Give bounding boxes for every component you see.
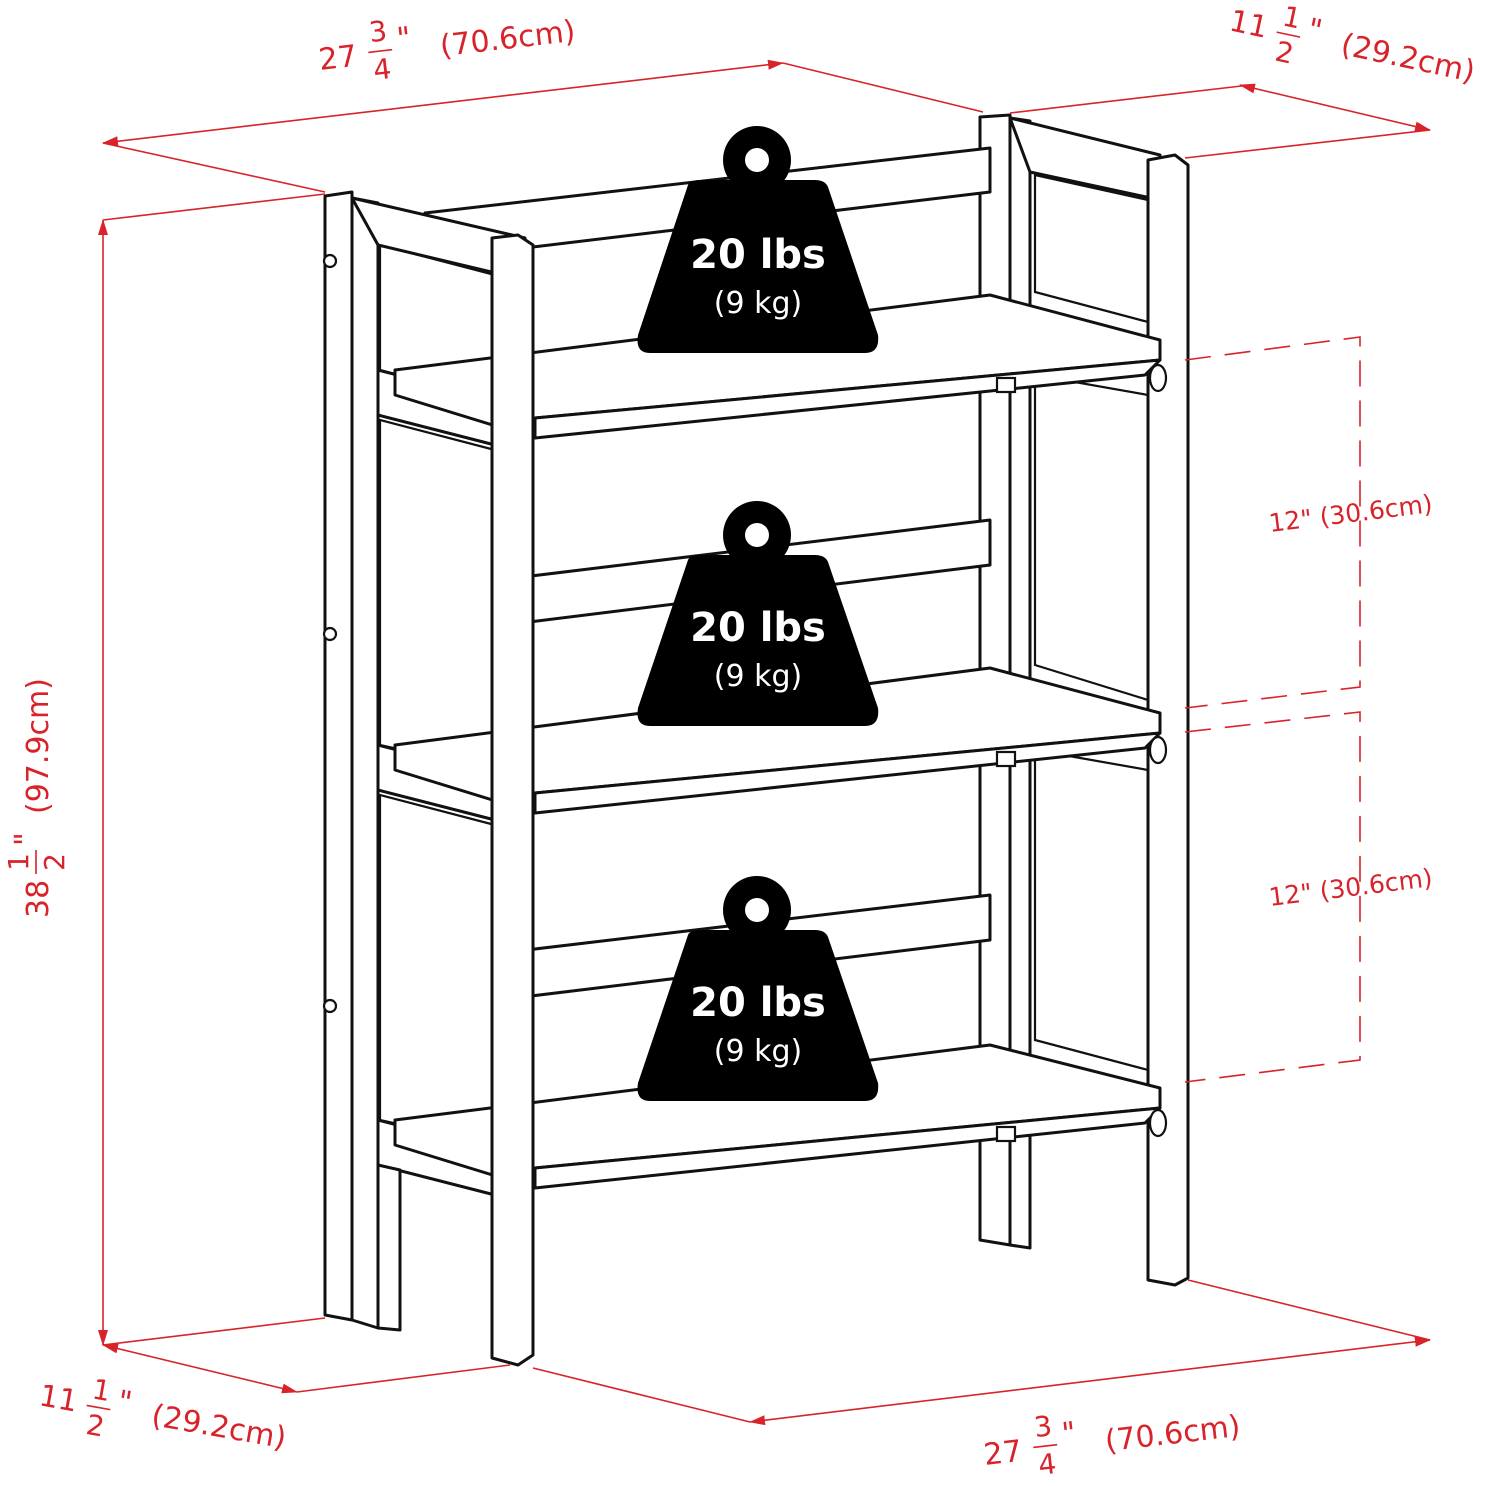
dim-frac-den: 2 — [1272, 35, 1296, 71]
label-top-depth: 11 1 2 " (29.2cm) — [1226, 0, 1478, 90]
dim-inch-mark: " — [9, 832, 44, 846]
left-front-post — [490, 233, 535, 1367]
dashed-guide-upper — [1184, 336, 1361, 709]
extension-line — [1184, 129, 1431, 159]
dim-metric: (97.9cm) — [21, 678, 56, 814]
extension-line — [102, 1317, 326, 1346]
dim-frac-num: 1 — [1280, 0, 1304, 36]
extension-line — [102, 142, 326, 193]
frac-bar — [1033, 1443, 1058, 1449]
top-depth-arrow — [1239, 83, 1431, 132]
bookshelf-drawing — [322, 113, 1190, 1367]
dim-whole: 38 — [21, 880, 56, 918]
right-side-panel-middle — [1033, 373, 1150, 702]
extension-line — [782, 62, 984, 113]
left-side-panel-middle — [378, 418, 497, 772]
top-width-arrow — [102, 59, 784, 147]
dim-whole: 27 — [982, 1434, 1024, 1473]
dim-metric: (70.6cm) — [1103, 1409, 1242, 1459]
weight-kg: (9 kg) — [714, 286, 802, 321]
bottom-depth-arrow — [102, 1343, 298, 1394]
right-front-post — [1146, 153, 1190, 1287]
left-side-panel-lower — [378, 793, 497, 1147]
dim-frac-den: 2 — [84, 1408, 107, 1444]
dim-whole: 27 — [317, 39, 359, 78]
hinge-hole — [322, 253, 338, 269]
dim-whole: 11 — [37, 1378, 81, 1419]
left-back-post — [323, 190, 354, 1322]
shelf-bracket — [995, 1125, 1017, 1143]
dimension-lines — [98, 59, 1431, 1426]
hinge-hole — [322, 626, 338, 642]
dim-whole: 11 — [1226, 4, 1271, 46]
hinge-hole — [322, 998, 338, 1014]
label-bottom-depth: 11 1 2 " (29.2cm) — [37, 1373, 289, 1457]
dim-frac-den: 2 — [38, 853, 71, 871]
right-side-panel-lower — [1033, 748, 1150, 1072]
left-back-post-inner — [350, 196, 380, 1330]
shelf-bracket — [995, 376, 1017, 394]
extension-line — [102, 193, 326, 221]
weight-lbs: 20 lbs — [690, 232, 826, 278]
label-top-width: 27 3 4 " (70.6cm) — [317, 14, 577, 87]
shelf-clip — [1148, 363, 1168, 393]
extension-line — [1187, 1279, 1431, 1341]
frac-bar — [368, 48, 393, 54]
dim-metric: (29.2cm) — [149, 1398, 289, 1456]
weight-group-bottom: 20 lbs (9 kg) — [637, 876, 879, 1101]
dim-inch-mark: " — [1304, 12, 1325, 49]
label-bottom-width: 27 3 4 " (70.6cm) — [982, 1409, 1242, 1482]
right-side-panel-upper — [1033, 173, 1150, 324]
extension-line — [532, 1367, 751, 1423]
weight-kg: (9 kg) — [714, 1034, 802, 1069]
weight-group-top: 20 lbs (9 kg) — [637, 126, 879, 353]
extension-line — [1009, 84, 1251, 114]
dim-frac-num: 3 — [367, 14, 388, 49]
dim-frac-den: 4 — [372, 52, 393, 87]
shelf-clip — [1148, 1108, 1168, 1138]
weight-group-middle: 20 lbs (9 kg) — [637, 501, 879, 726]
left-back-leg — [376, 1163, 402, 1332]
frac-bar — [86, 1404, 111, 1411]
shelf-spacing-lower-label: 12" (30.6cm) — [1267, 863, 1434, 912]
dim-frac-num: 1 — [90, 1373, 113, 1409]
frac-bar — [1276, 31, 1301, 38]
dim-frac-num: 3 — [1032, 1409, 1053, 1444]
dim-frac-den: 4 — [1037, 1447, 1058, 1482]
label-height: 38 1 2 " (97.9cm) — [2, 678, 71, 918]
shelf-bracket — [995, 750, 1017, 768]
shelf-spacing-upper-label: 12" (30.6cm) — [1267, 489, 1434, 538]
weight-lbs: 20 lbs — [690, 980, 826, 1026]
dim-frac-num: 1 — [2, 853, 35, 871]
dim-inch-mark: " — [1060, 1416, 1078, 1452]
weight-lbs: 20 lbs — [690, 605, 826, 651]
dim-inch-mark: " — [395, 21, 413, 57]
weight-icon — [637, 501, 879, 726]
dim-metric: (29.2cm) — [1338, 27, 1478, 89]
dim-inch-mark: " — [115, 1384, 135, 1421]
dashed-guide-lower — [1184, 711, 1361, 1083]
shelf-clip — [1148, 735, 1168, 765]
weight-kg: (9 kg) — [714, 659, 802, 694]
dim-metric: (70.6cm) — [438, 14, 577, 64]
extension-line — [296, 1364, 511, 1393]
bottom-width-arrow — [749, 1336, 1431, 1426]
weight-icon — [637, 876, 879, 1101]
